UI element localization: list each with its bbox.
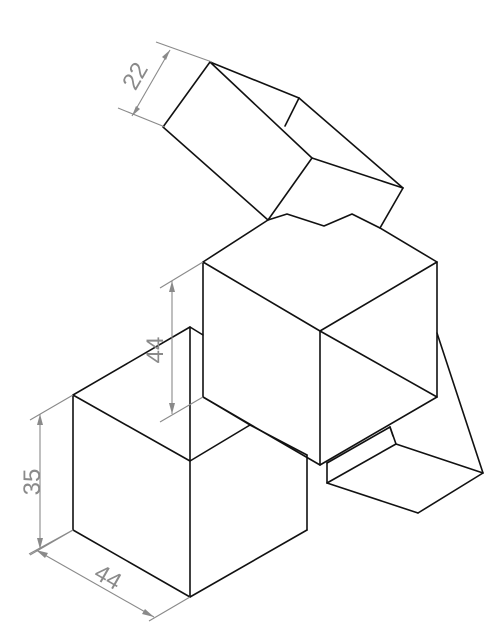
middle-cube [202,213,438,466]
dimension-label-35: 35 [19,469,46,496]
dimension-label-44-middle: 44 [142,337,169,364]
dimension-22 [117,41,213,128]
dimension-44-front [28,529,191,622]
dimension-44-middle [159,261,204,423]
front-cube [72,326,308,598]
tilted-top-block [162,61,404,229]
dimension-label-44-front: 44 [89,559,126,596]
lower-right-block [326,332,484,514]
dimension-label-22: 22 [117,58,154,95]
